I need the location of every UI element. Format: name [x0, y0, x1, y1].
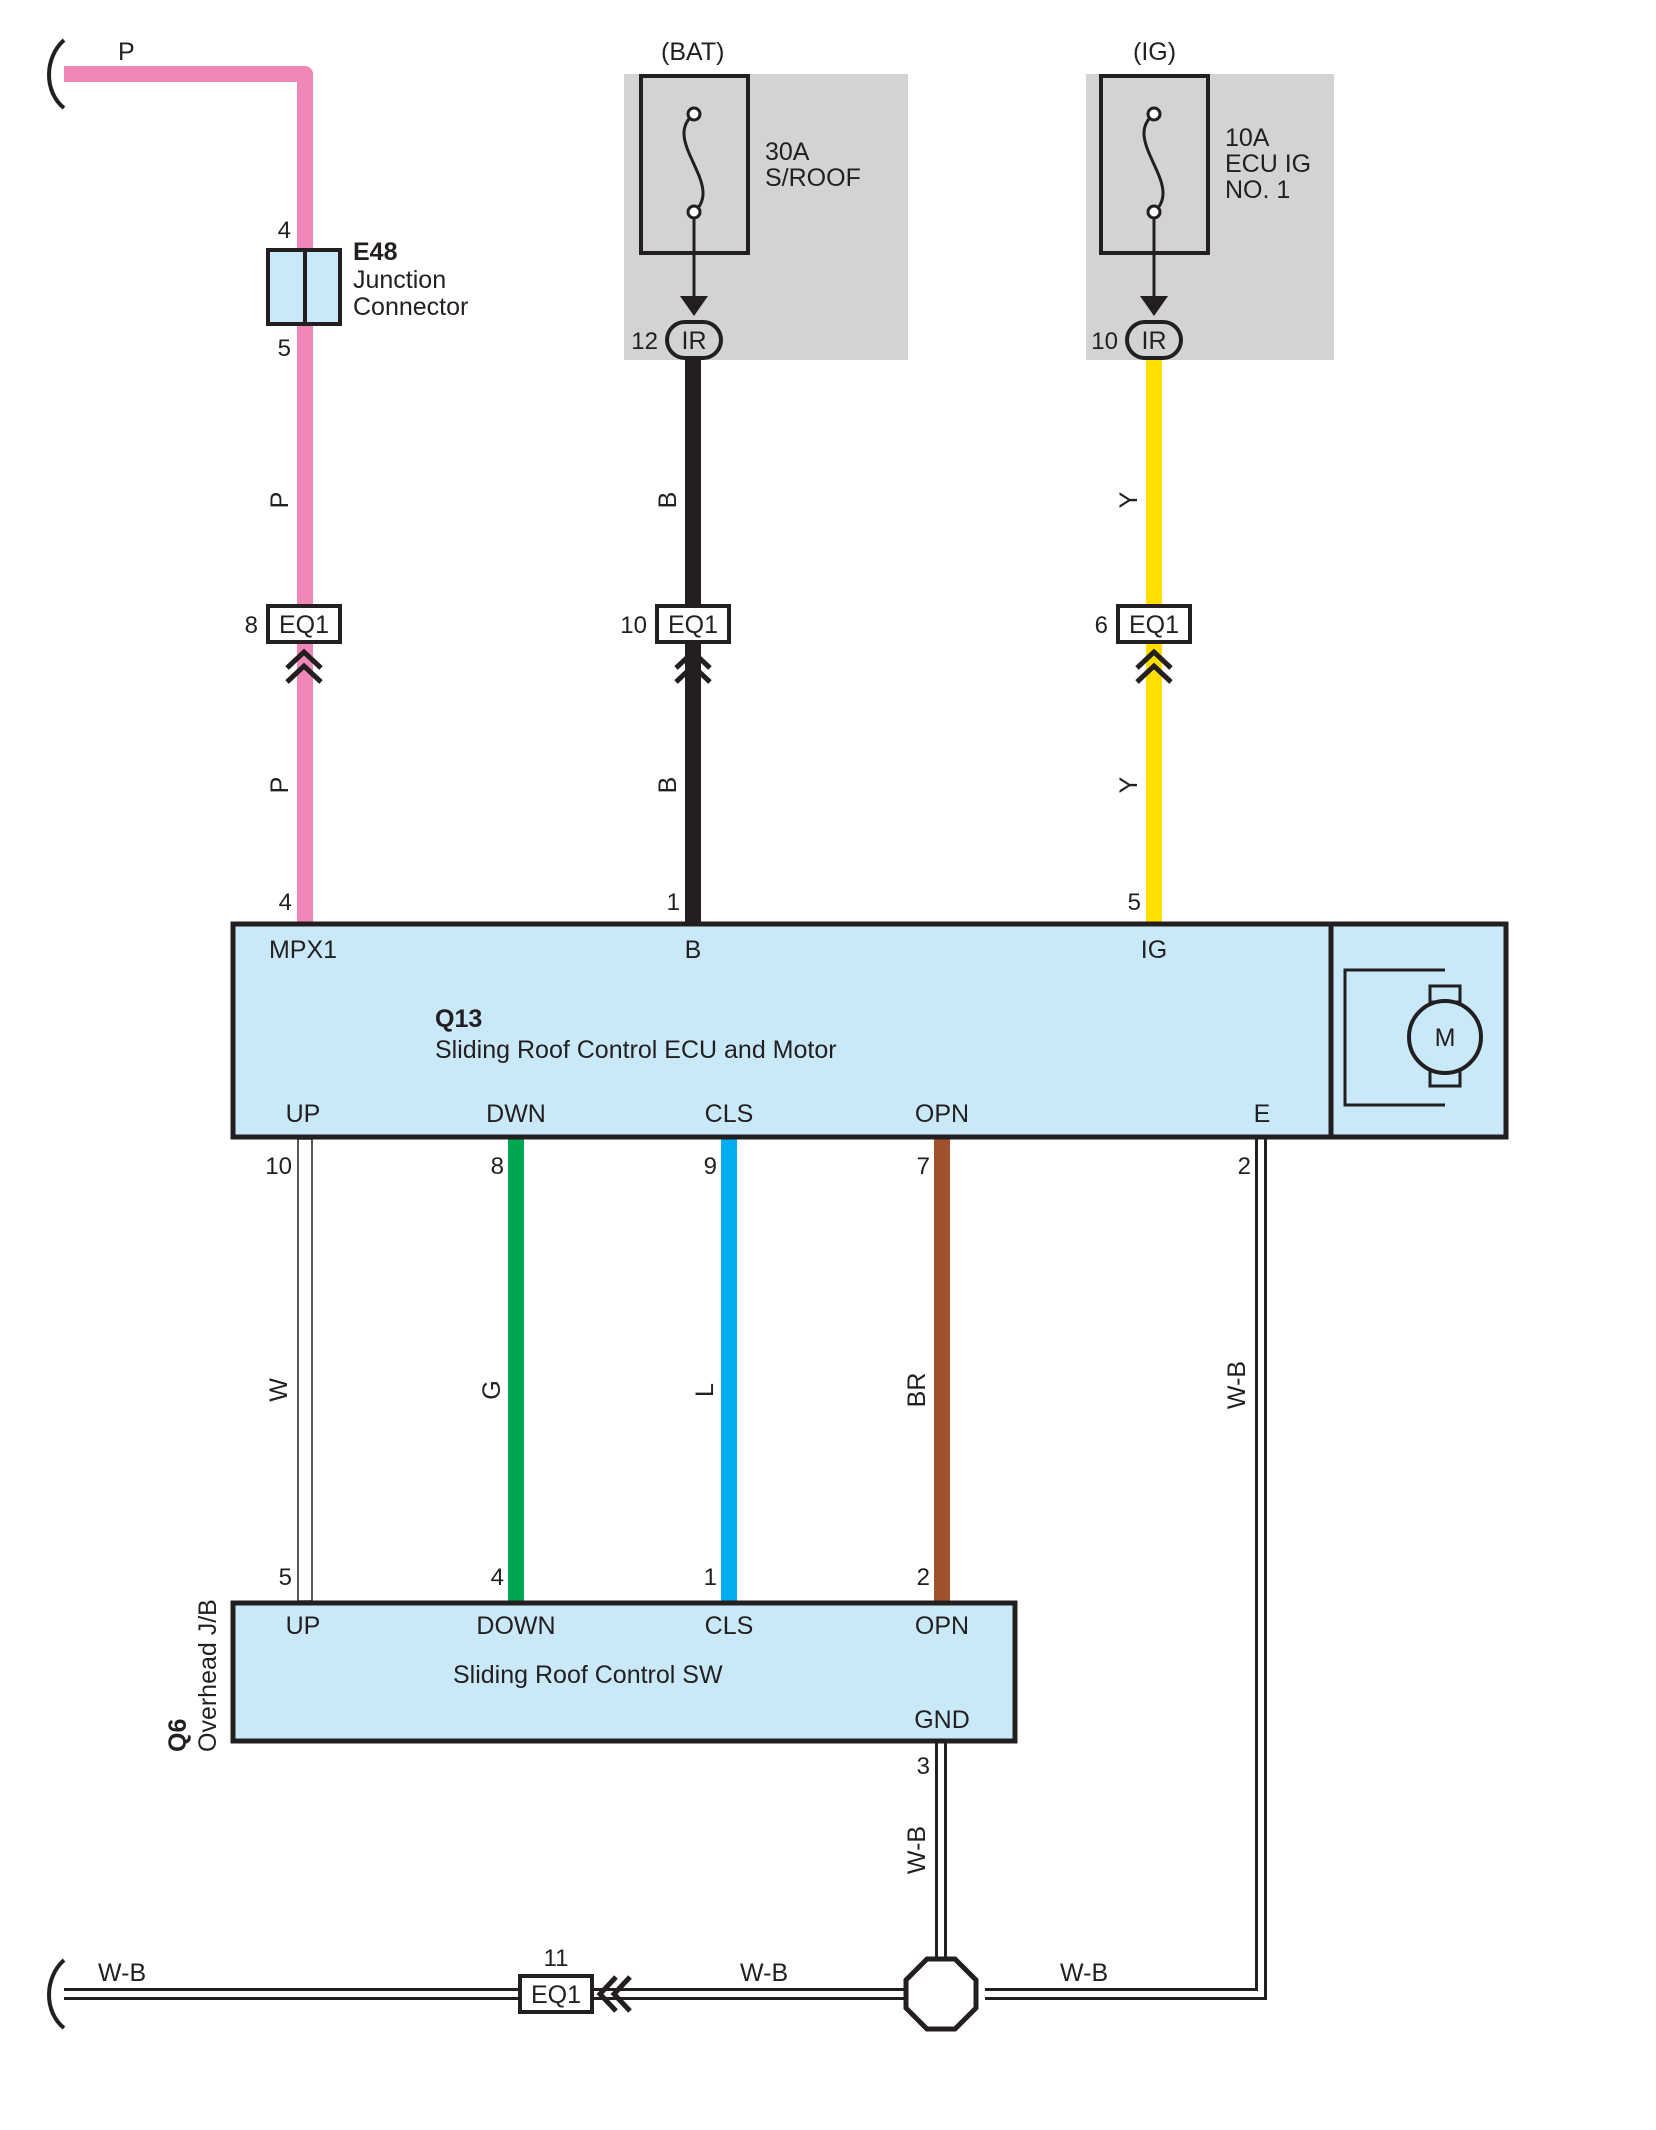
wire-wb-e — [985, 1139, 1267, 2000]
switch-terminal-down: DOWN — [476, 1612, 555, 1640]
wire-label-wb-e: W-B — [1223, 1361, 1251, 1409]
wire-label-b-lower: B — [654, 777, 682, 794]
ecu-terminal-ig: IG — [1141, 936, 1167, 964]
wire-w — [297, 1138, 313, 1602]
ecu-pin-dwn: 8 — [491, 1153, 504, 1180]
wire-label-wb-right: W-B — [1060, 1959, 1108, 1987]
ecu-pin-ig: 5 — [1128, 889, 1141, 916]
switch-terminal-up: UP — [286, 1612, 321, 1640]
ig-fuse-no: NO. 1 — [1225, 176, 1290, 204]
wire-break-left-top — [47, 38, 66, 110]
wire-label-wb-left: W-B — [98, 1959, 146, 1987]
motor-label: M — [1435, 1024, 1456, 1052]
ig-fuse-amp: 10A — [1225, 124, 1270, 152]
bat-ir-connector — [665, 320, 723, 360]
bat-fuse-area — [624, 74, 908, 360]
switch-terminal-opn: OPN — [915, 1612, 969, 1640]
svg-text:EQ1: EQ1 — [1129, 611, 1179, 639]
ig-ir-pin: 10 — [1091, 328, 1118, 355]
ig-fuse-icon — [1142, 112, 1165, 214]
ig-fuse-name: ECU IG — [1225, 150, 1311, 178]
junction-id: E48 — [353, 238, 398, 266]
ecu-pin-up: 10 — [265, 1153, 292, 1180]
ig-ir-connector — [1125, 320, 1183, 360]
wire-label-mpx-upper: P — [266, 492, 294, 509]
switch-pin-gnd: 3 — [917, 1753, 930, 1780]
wire-label-br: BR — [903, 1373, 931, 1408]
switch-pin-opn: 2 — [917, 1564, 930, 1591]
eq1-mpx-pin: 8 — [245, 612, 258, 639]
switch-pin-down: 4 — [491, 1564, 504, 1591]
junction-label-1: Junction — [353, 266, 446, 294]
eq1-connector-ground: EQ1 — [518, 1974, 632, 2014]
svg-text:EQ1: EQ1 — [668, 611, 718, 639]
ecu-pin-b: 1 — [667, 889, 680, 916]
junction-pin-top: 4 — [278, 217, 291, 244]
eq1-connector-b: EQ1 — [655, 604, 731, 684]
wire-label-w: W — [265, 1378, 293, 1402]
wire-label-p-in: P — [118, 38, 135, 66]
bat-fuse-name: S/ROOF — [765, 164, 861, 192]
wire-label-wb-mid: W-B — [740, 1959, 788, 1987]
svg-text:IR: IR — [682, 327, 707, 355]
wire-label-mpx-lower: P — [266, 777, 294, 794]
eq1-b-pin: 10 — [620, 612, 647, 639]
svg-text:EQ1: EQ1 — [531, 1981, 581, 2009]
ecu-terminal-opn: OPN — [915, 1100, 969, 1128]
junction-label-2: Connector — [353, 293, 468, 321]
ecu-box — [230, 921, 1509, 1140]
switch-terminal-gnd: GND — [914, 1706, 970, 1734]
ecu-terminal-dwn: DWN — [486, 1100, 546, 1128]
ecu-terminal-e: E — [1254, 1100, 1271, 1128]
ecu-pin-opn: 7 — [917, 1153, 930, 1180]
ground-junction-icon — [903, 1956, 979, 2032]
eq1-connector-mpx: EQ1 — [266, 604, 342, 684]
ecu-terminal-up: UP — [286, 1100, 321, 1128]
ecu-terminal-cls: CLS — [705, 1100, 754, 1128]
switch-name: Sliding Roof Control SW — [453, 1661, 723, 1689]
ecu-terminal-mpx1: MPX1 — [269, 936, 337, 964]
wire-wb-e-inner — [985, 1139, 1264, 1997]
bat-label: (BAT) — [661, 38, 724, 66]
switch-pin-up: 5 — [279, 1564, 292, 1591]
ig-label: (IG) — [1133, 38, 1176, 66]
motor-icon — [1343, 968, 1483, 1107]
wire-label-wb-gnd: W-B — [903, 1826, 931, 1874]
ecu-pin-e: 2 — [1238, 1153, 1251, 1180]
wire-label-b-upper: B — [654, 492, 682, 509]
wire-label-g: G — [478, 1380, 506, 1399]
wire-label-l: L — [691, 1383, 719, 1397]
eq1-ground-pin: 11 — [544, 1945, 569, 1972]
wire-label-ig-lower: Y — [1115, 776, 1143, 793]
switch-pin-cls: 1 — [704, 1564, 717, 1591]
junction-pin-bottom: 5 — [278, 335, 291, 362]
svg-text:IR: IR — [1142, 327, 1167, 355]
bat-fuse-icon — [682, 112, 705, 214]
wire-break-left-bottom — [47, 1958, 66, 2030]
eq1-ig-pin: 6 — [1095, 612, 1108, 639]
switch-location: Overhead J/B — [194, 1599, 222, 1752]
ecu-name: Sliding Roof Control ECU and Motor — [435, 1036, 837, 1064]
svg-text:EQ1: EQ1 — [279, 611, 329, 639]
switch-box — [230, 1600, 1018, 1744]
eq1-connector-ig: EQ1 — [1116, 604, 1192, 684]
wire-label-ig-upper: Y — [1115, 491, 1143, 508]
switch-terminal-cls: CLS — [705, 1612, 754, 1640]
ecu-pin-cls: 9 — [704, 1153, 717, 1180]
ig-arrow-icon — [1140, 296, 1168, 316]
switch-id: Q6 — [164, 1719, 192, 1752]
ecu-terminal-b: B — [685, 936, 702, 964]
bat-ir-pin: 12 — [631, 328, 658, 355]
ecu-pin-mpx1: 4 — [279, 889, 292, 916]
bat-arrow-icon — [680, 296, 708, 316]
bat-fuse-amp: 30A — [765, 138, 810, 166]
ecu-id: Q13 — [435, 1005, 482, 1033]
